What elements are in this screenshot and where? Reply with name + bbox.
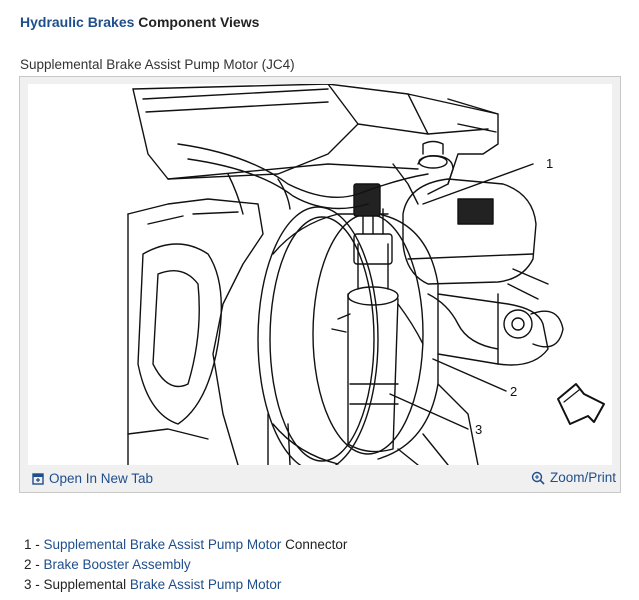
legend-item: 1 - Supplemental Brake Assist Pump Motor… [24, 535, 347, 555]
legend-list: 1 - Supplemental Brake Assist Pump Motor… [24, 535, 347, 595]
component-diagram: 1 2 3 [28, 84, 612, 465]
figure-caption: Supplemental Brake Assist Pump Motor (JC… [20, 57, 295, 72]
legend-link[interactable]: Brake Booster Assembly [43, 557, 191, 572]
callout-3: 3 [475, 422, 482, 437]
legend-number: 3 - [24, 577, 44, 592]
legend-prefix: Supplemental [43, 577, 130, 592]
legend-suffix: Connector [281, 537, 348, 552]
zoom-print-button[interactable]: Zoom/Print [531, 470, 616, 485]
legend-link[interactable]: Brake Assist Pump Motor [129, 577, 282, 592]
legend-item: 2 - Brake Booster Assembly [24, 555, 347, 575]
legend-number: 1 - [24, 537, 44, 552]
figure-toolbar: Open In New Tab Zoom/Print [20, 465, 620, 493]
callout-2: 2 [510, 384, 517, 399]
zoom-print-label: Zoom/Print [549, 470, 616, 485]
open-new-tab-icon [32, 472, 44, 485]
open-new-tab-button[interactable]: Open In New Tab [32, 471, 153, 486]
open-new-tab-label: Open In New Tab [49, 471, 154, 486]
title-link[interactable]: Hydraulic Brakes [20, 14, 135, 30]
figure-frame: 1 2 3 Open In New Tab Zoom/Print [19, 76, 621, 493]
title-text: Component Views [134, 14, 260, 30]
zoom-icon [531, 471, 545, 485]
legend-item: 3 - Supplemental Brake Assist Pump Motor [24, 575, 347, 595]
callout-1: 1 [546, 156, 553, 171]
diagram-svg: 1 2 3 [127, 84, 605, 465]
legend-link[interactable]: Supplemental Brake Assist Pump Motor [43, 537, 282, 552]
legend-number: 2 - [24, 557, 44, 572]
page-title: Hydraulic Brakes Component Views [20, 14, 259, 30]
